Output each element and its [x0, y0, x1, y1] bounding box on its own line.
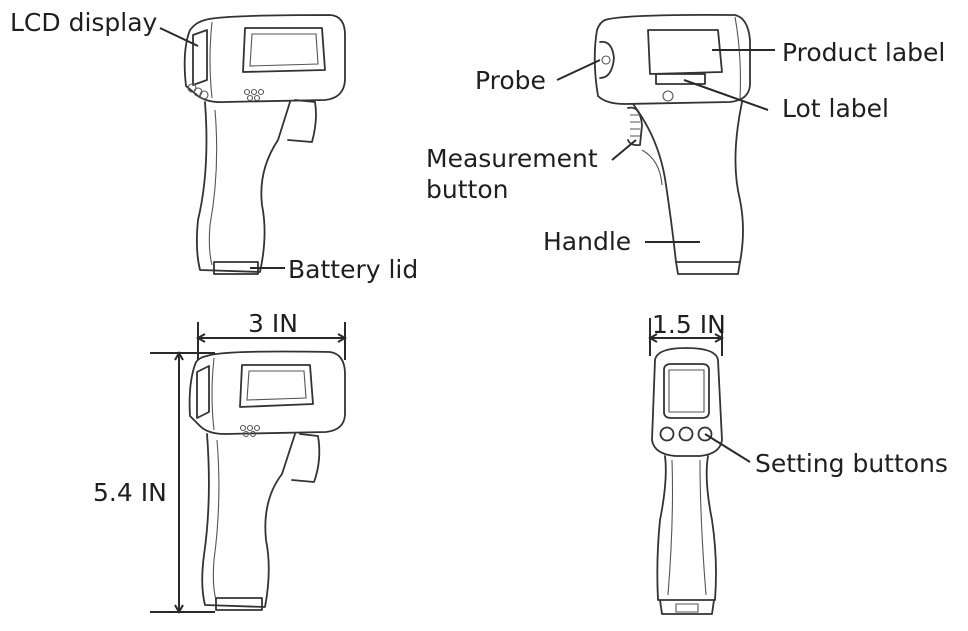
callout-leaders — [159, 27, 775, 463]
leader-measurement-button — [611, 139, 637, 161]
label-width-dimension: 3 IN — [248, 309, 298, 338]
label-depth-dimension: 1.5 IN — [652, 310, 726, 339]
thermometer-view-front-left — [183, 14, 346, 275]
thermometer-view-rear-right — [593, 13, 751, 275]
thermometer-view-side-dimensions — [150, 322, 348, 615]
label-battery-lid: Battery lid — [288, 255, 419, 284]
label-handle: Handle — [543, 227, 632, 256]
label-product-label: Product label — [782, 38, 946, 67]
leader-lcd-display — [159, 27, 199, 47]
label-height-dimension: 5.4 IN — [93, 478, 167, 507]
leader-lot-label — [683, 79, 769, 111]
leader-probe — [556, 59, 601, 81]
thermometer-view-back-buttons — [647, 318, 725, 615]
leader-setting-buttons — [704, 433, 751, 463]
label-lcd-display: LCD display — [10, 8, 158, 37]
label-probe: Probe — [475, 66, 546, 95]
label-lot-label: Lot label — [782, 94, 889, 123]
label-measurement-button: Measurement button — [426, 144, 598, 205]
label-setting-buttons: Setting buttons — [755, 449, 948, 478]
